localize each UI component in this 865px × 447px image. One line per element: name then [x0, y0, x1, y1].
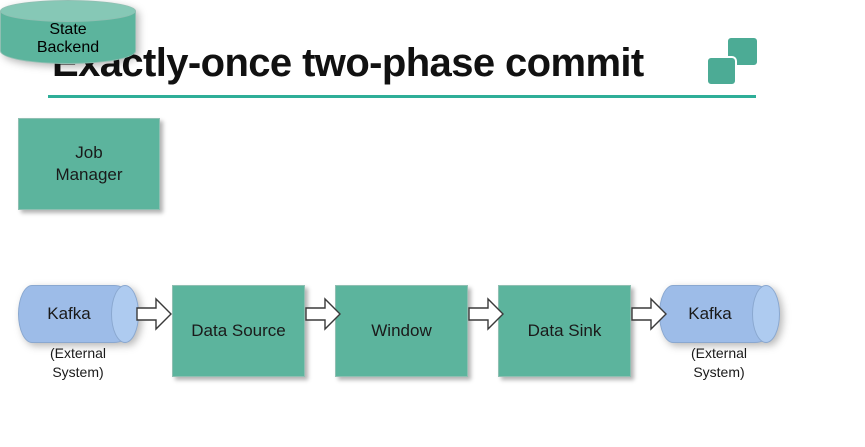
node-kafka-source-sublabel: (External System)	[8, 344, 148, 382]
arrow-right-icon-kafka-to-source	[136, 297, 172, 331]
node-kafka-sink-label: Kafka	[688, 304, 732, 323]
page-title: Exactly-once two-phase commit	[52, 41, 644, 85]
node-data-source-label: Data Source	[191, 321, 286, 340]
node-job-manager-label-line1: Job	[75, 143, 103, 162]
state-backend-cylinder-top	[0, 0, 136, 22]
node-data-source: Data Source	[172, 285, 305, 377]
two-squares-logo-icon	[706, 36, 762, 88]
node-kafka-sink-sublabel-line1: (External	[690, 345, 748, 361]
arrow-right-icon-window-to-sink	[468, 297, 504, 331]
kafka-sink-cylinder-cap	[752, 285, 780, 343]
logo-square-small	[706, 56, 737, 86]
arrow-right-icon-sink-to-kafka	[631, 297, 667, 331]
node-state-backend-label-line2: Backend	[36, 39, 100, 56]
node-data-sink-label: Data Sink	[527, 321, 602, 340]
node-data-sink: Data Sink	[498, 285, 631, 377]
node-kafka-sink: Kafka	[659, 285, 780, 343]
node-window: Window	[335, 285, 468, 377]
node-state-backend-label: State Backend	[0, 14, 136, 64]
node-window-label: Window	[371, 321, 432, 340]
node-kafka-source: Kafka	[18, 285, 139, 343]
node-kafka-source-sublabel-line1: (External	[49, 345, 107, 361]
node-kafka-source-label: Kafka	[47, 304, 91, 323]
arrow-right-icon-source-to-window	[305, 297, 341, 331]
node-state-backend-label-line1: State	[49, 21, 87, 38]
node-state-backend: State Backend	[0, 0, 136, 64]
kafka-source-cylinder-cap	[111, 285, 139, 343]
node-job-manager-label-line2: Manager	[55, 165, 123, 184]
node-kafka-sink-sublabel-line2: System)	[693, 364, 745, 380]
node-kafka-sink-sublabel: (External System)	[649, 344, 789, 382]
node-kafka-source-sublabel-line2: System)	[52, 364, 104, 380]
node-job-manager-label: Job Manager	[55, 142, 122, 186]
title-underline-rule	[48, 95, 756, 98]
node-job-manager: Job Manager	[18, 118, 160, 210]
